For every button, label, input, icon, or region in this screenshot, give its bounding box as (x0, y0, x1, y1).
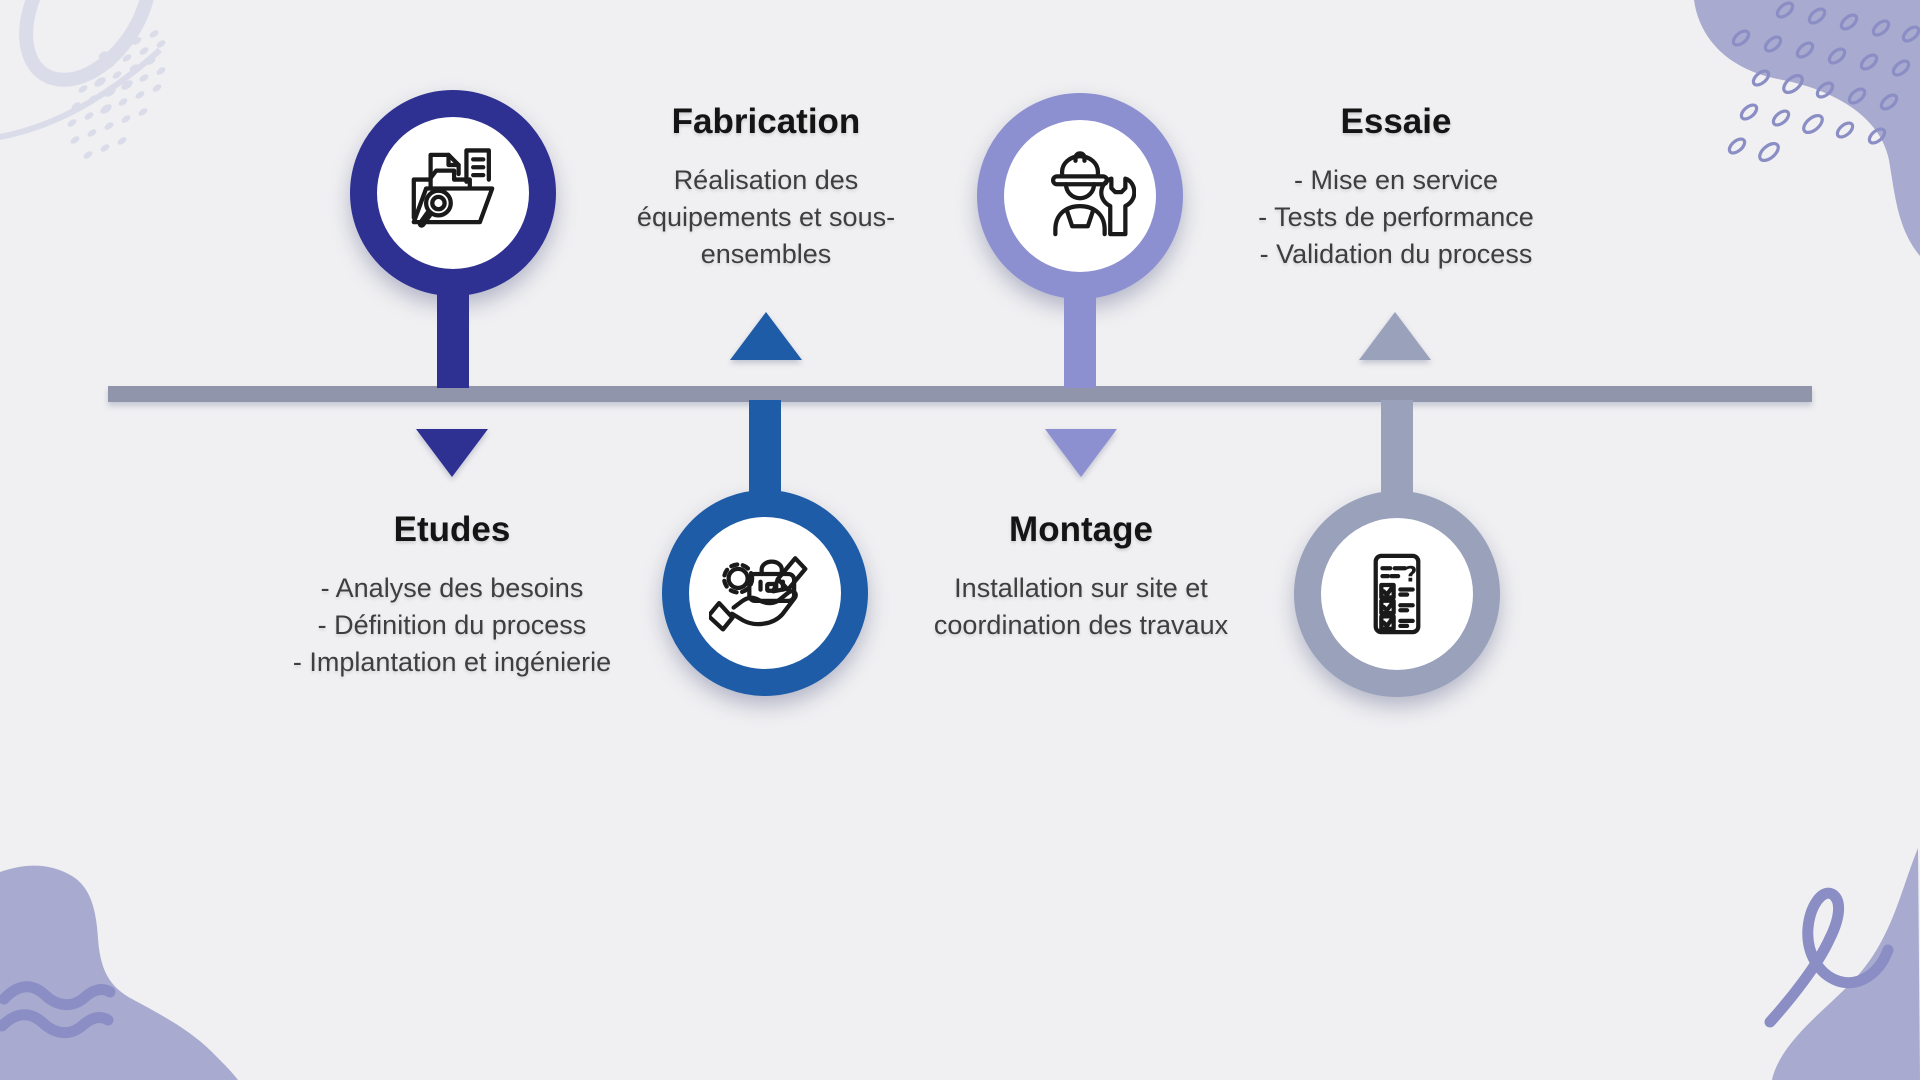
step-description-line: - Analyse des besoins (320, 573, 584, 603)
timeline-bar (108, 386, 1812, 402)
step-description-line: - Implantation et ingénierie (292, 647, 612, 677)
checklist-icon: ? (1373, 553, 1421, 635)
step-text: Montage Installation sur site et coordin… (871, 510, 1291, 644)
step-description-line: coordination des travaux (933, 610, 1229, 640)
hand-toolbox-icon (709, 556, 808, 632)
step-marker-circle (350, 90, 556, 296)
step-description-line: équipements et sous- (636, 202, 896, 232)
step-text: Essaie - Mise en service - Tests de perf… (1186, 102, 1606, 273)
step-title: Fabrication (671, 102, 861, 141)
arrow-up-icon (730, 312, 802, 360)
step-description-line: - Validation du process (1259, 239, 1533, 269)
step-marker-circle: ? (1294, 491, 1500, 697)
step-description-line: - Mise en service (1293, 165, 1499, 195)
step-text: Fabrication Réalisation des équipements … (556, 102, 976, 273)
svg-text:?: ? (1405, 563, 1417, 588)
step-description-line: Installation sur site et (954, 573, 1208, 603)
connector-stem (437, 280, 469, 388)
connector-stem (749, 400, 781, 500)
arrow-down-icon (1045, 429, 1117, 477)
step-text: Etudes - Analyse des besoins - Définitio… (242, 510, 662, 681)
connector-stem (1064, 284, 1096, 388)
arrow-down-icon (416, 429, 488, 477)
step-description-line: - Tests de performance (1258, 202, 1534, 232)
folder-search-icon (411, 148, 495, 228)
construction-worker-icon (1050, 151, 1136, 237)
step-title: Montage (1009, 510, 1153, 549)
step-title: Essaie (1340, 102, 1452, 141)
connector-stem (1381, 400, 1413, 500)
step-description-line: ensembles (700, 239, 832, 269)
step-description-line: - Définition du process (317, 610, 587, 640)
arrow-up-icon (1359, 312, 1431, 360)
step-title: Etudes (393, 510, 511, 549)
step-description-line: Réalisation des (673, 165, 859, 195)
